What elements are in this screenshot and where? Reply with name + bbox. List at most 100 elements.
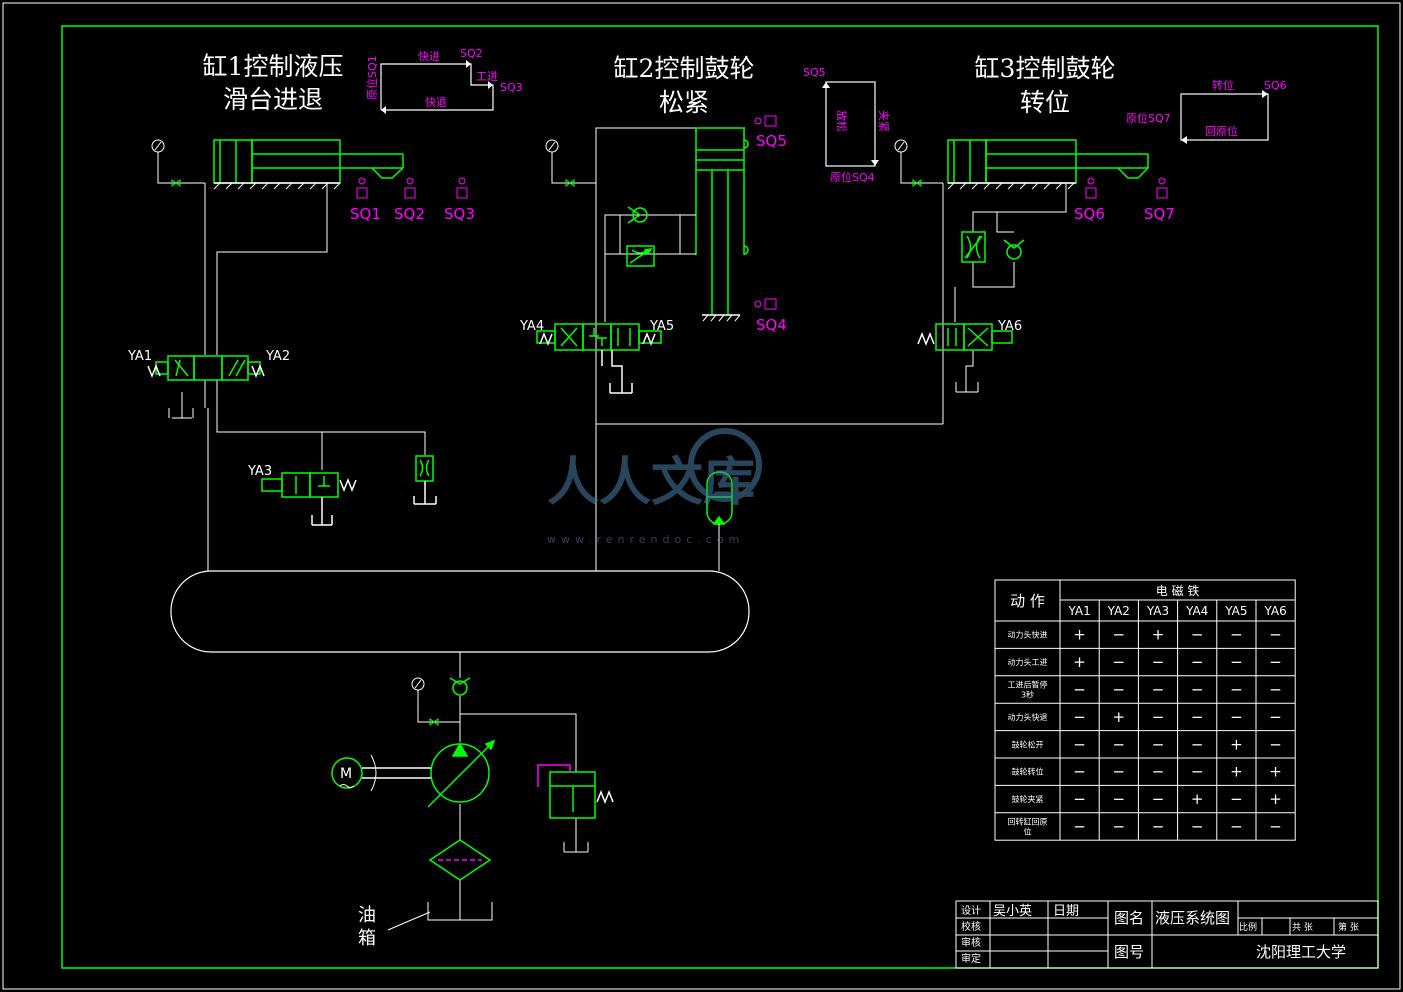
fast-in-label: 快进 [418, 50, 440, 63]
table-cell: − [1073, 763, 1086, 781]
check-throttle-2 [604, 206, 696, 322]
table-cell: − [1269, 626, 1282, 644]
table-cell: − [1073, 818, 1086, 836]
return-label: 回原位 [1205, 124, 1238, 138]
cylinder-2-title-line-1: 缸2控制鼓轮 [614, 54, 755, 83]
fast-out-label: 快退 [425, 96, 447, 109]
clamp-label: 夹紧 [877, 110, 890, 132]
sq7-label: SQ7 [1144, 205, 1175, 223]
cylinder-1 [213, 139, 404, 190]
sq1-label: SQ1 [350, 205, 381, 223]
table-cell: − [1191, 763, 1204, 781]
table-cell: − [1191, 708, 1204, 726]
work-feed-label: 工进 [476, 70, 498, 83]
table-cell: − [1230, 681, 1243, 699]
limit-switches-3 [1085, 177, 1168, 199]
table-cell: − [1152, 735, 1165, 753]
table-row-action: 鼓轮转位 [1012, 767, 1044, 777]
tb-approve: 审定 [961, 952, 981, 965]
ya2-label: YA2 [265, 349, 290, 364]
sq4-label: SQ4 [756, 316, 787, 334]
pressure-gauge-4 [411, 677, 439, 726]
inner-border [61, 25, 1379, 969]
cylinder-3 [947, 139, 1149, 190]
table-col-ya4: YA4 [1185, 604, 1208, 618]
table-cell: − [1269, 735, 1282, 753]
cycle3-sq6: SQ6 [1264, 79, 1287, 92]
cycle1-origin: 原位SQ1 [365, 55, 379, 100]
table-cell: − [1152, 790, 1165, 808]
tank-label: 油 箱 [358, 905, 431, 949]
table-cell: − [1230, 653, 1243, 671]
table-row-action: 工进后暂停 [1008, 680, 1048, 690]
cylinder-2 [695, 127, 749, 322]
table-cell: − [1152, 653, 1165, 671]
sq2-label: SQ2 [394, 205, 425, 223]
cycle-diagram-3: 转位 SQ6 原位SQ7 回原位 [1126, 78, 1287, 144]
table-cell: − [1269, 818, 1282, 836]
table-col-ya6: YA6 [1263, 604, 1286, 618]
ya6-label: YA6 [997, 319, 1022, 334]
table-cell: − [1191, 735, 1204, 753]
table-cell: − [1073, 735, 1086, 753]
table-cell: − [1152, 681, 1165, 699]
cycle3-origin: 原位SQ7 [1126, 111, 1171, 125]
table-row-action-cont: 位 [1024, 827, 1032, 837]
cylinder-2-title-line-2: 松紧 [659, 88, 709, 117]
table-cell: + [1230, 735, 1243, 753]
tb-date: 日期 [1053, 904, 1079, 919]
tb-no-label: 图号 [1114, 943, 1144, 961]
sq3-label: SQ3 [444, 205, 475, 223]
tank-label-1: 油 [358, 905, 376, 926]
table-cell: − [1073, 681, 1086, 699]
tb-name-label: 图名 [1114, 909, 1144, 927]
limit-switches-2 [754, 115, 777, 310]
sq6-label: SQ6 [1074, 205, 1105, 223]
table-cell: + [1269, 790, 1282, 808]
motor-label: M [340, 766, 352, 782]
relief-valve [537, 764, 614, 819]
title-block [955, 900, 1379, 969]
tb-design: 设计 [961, 904, 981, 917]
table-row-action: 动力头工进 [1008, 657, 1048, 667]
accumulator [706, 471, 733, 571]
ya3-label: YA3 [247, 464, 272, 479]
sq5-label: SQ5 [756, 132, 787, 150]
table-cell: − [1113, 681, 1126, 699]
ya5-label: YA5 [649, 319, 674, 334]
table-cell: + [1073, 626, 1086, 644]
ya1-label: YA1 [127, 349, 152, 364]
table-cell: − [1113, 653, 1126, 671]
solenoid-valve-ya3 [261, 472, 357, 526]
table-cell: + [1230, 763, 1243, 781]
cycle1-sq2: SQ2 [460, 47, 483, 60]
cycle2-sq5: SQ5 [803, 66, 826, 79]
tb-sheet: 第 张 [1338, 921, 1359, 933]
table-col-ya2: YA2 [1107, 604, 1130, 618]
cylinder-1-title-line-2: 滑台进退 [223, 85, 323, 114]
cylinder-3-title-line-1: 缸3控制鼓轮 [975, 54, 1116, 83]
ya4-label: YA4 [519, 319, 544, 334]
tb-review: 审核 [961, 936, 981, 949]
cycle2-origin: 原位SQ4 [830, 170, 875, 184]
table-col-ya5: YA5 [1224, 604, 1247, 618]
table-cell: − [1230, 818, 1243, 836]
table-cell: − [1113, 735, 1126, 753]
table-cell: − [1191, 818, 1204, 836]
table-cell: − [1113, 626, 1126, 644]
index-label: 转位 [1212, 78, 1234, 92]
tb-designer: 吴小英 [993, 904, 1032, 919]
table-cell: − [1152, 708, 1165, 726]
table-row-action: 鼓轮松开 [1012, 739, 1044, 749]
table-cell: − [1152, 818, 1165, 836]
table-cell: + [1113, 708, 1126, 726]
directional-valve-3 [917, 323, 1013, 351]
table-row-action: 鼓轮夹紧 [1012, 794, 1044, 804]
oil-filter [428, 839, 492, 881]
table-cell: − [1230, 626, 1243, 644]
variable-pump [362, 739, 496, 808]
throttle-valve-1 [413, 455, 437, 505]
